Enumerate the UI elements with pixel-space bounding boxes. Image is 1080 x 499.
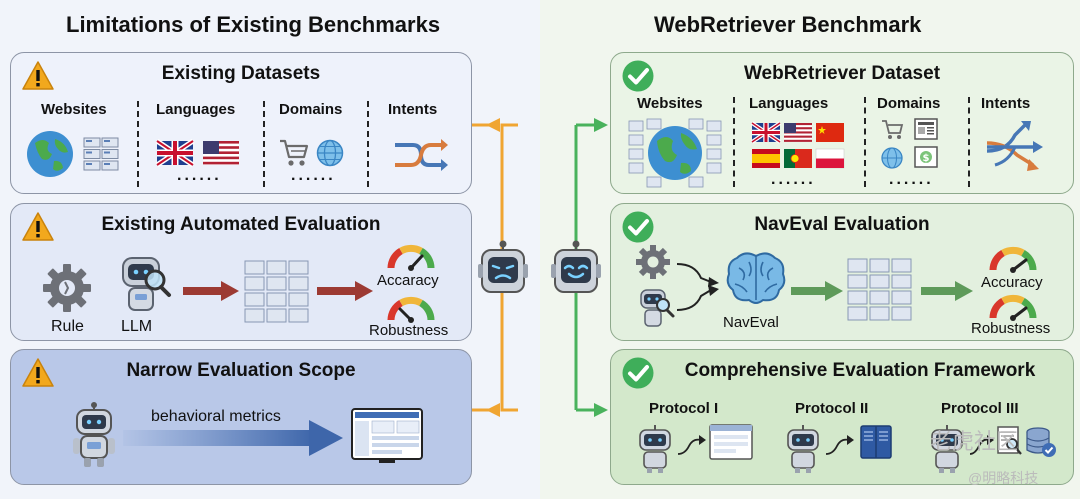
happy-robot-icon — [551, 240, 601, 293]
robot-icon — [73, 402, 115, 467]
naveval-label: NavEval — [723, 314, 779, 331]
robustness-gauge-icon — [387, 296, 435, 323]
us-flag-icon — [203, 141, 239, 165]
websites-label: Websites — [637, 95, 703, 112]
framework-title: Comprehensive Evaluation Framework — [684, 360, 1036, 381]
intents-label: Intents — [981, 95, 1031, 112]
column-divider — [367, 101, 369, 187]
intents-label: Intents — [388, 101, 438, 118]
column-divider — [137, 101, 139, 187]
robot-icon — [787, 425, 819, 473]
brain-icon — [726, 252, 786, 304]
webpages-icon — [83, 137, 119, 171]
globe-icon — [27, 131, 73, 177]
check-icon — [622, 60, 654, 92]
right-arrow-icon — [921, 281, 973, 301]
watermark-site: 老虎社区 — [930, 429, 1019, 454]
webpages-grid-icon — [847, 258, 912, 321]
check-icon — [622, 211, 654, 243]
llm-robot-icon — [640, 289, 675, 327]
framework-panel: Comprehensive Evaluation Framework Proto… — [610, 349, 1074, 485]
accuracy-gauge-icon — [989, 246, 1037, 273]
book-icon — [860, 425, 892, 459]
languages-ellipsis: ...... — [177, 167, 222, 184]
existing-datasets-title: Existing Datasets — [161, 63, 321, 84]
behavioral-metrics-label: behavioral metrics — [151, 408, 281, 425]
curved-arrow-icon — [825, 435, 854, 455]
globe-webpages-icon — [628, 118, 722, 188]
languages-ellipsis: ...... — [771, 171, 816, 188]
dashboard-screen-icon — [351, 408, 423, 463]
right-heading: WebRetriever Benchmark — [654, 12, 922, 37]
robustness-gauge-icon — [989, 294, 1037, 321]
domain-icons: $ — [881, 118, 938, 169]
curved-arrow-icon — [969, 435, 994, 455]
multi-intent-arrows-icon — [986, 121, 1043, 171]
robot-icon — [931, 425, 963, 473]
watermark-handle: @明略科技 — [968, 470, 1039, 486]
right-arrow-icon — [317, 281, 373, 301]
column-divider — [864, 97, 866, 187]
existing-evaluation-panel: Existing Automated Evaluation Rule LLM — [10, 203, 472, 341]
converging-arrows-icon — [676, 263, 719, 311]
document-search-icon — [997, 426, 1022, 455]
narrow-scope-title: Narrow Evaluation Scope — [126, 360, 356, 381]
shopping-cart-icon — [280, 139, 309, 166]
warning-icon — [22, 358, 54, 387]
languages-label: Languages — [749, 95, 829, 112]
rule-label: Rule — [51, 318, 84, 335]
robustness-label: Robustness — [971, 320, 1051, 337]
accuracy-label: Accaracy — [377, 272, 439, 289]
warning-icon — [22, 212, 54, 241]
database-icon — [1026, 427, 1056, 457]
warning-icon — [22, 61, 54, 90]
websites-label: Websites — [41, 101, 107, 118]
existing-evaluation-title: Existing Automated Evaluation — [101, 214, 381, 235]
accuracy-gauge-icon — [387, 244, 435, 271]
web-globe-icon — [316, 139, 344, 167]
sad-robot-icon — [478, 240, 528, 293]
svg-text:$: $ — [923, 153, 930, 164]
uk-flag-icon — [155, 138, 195, 168]
curved-arrow-icon — [677, 435, 706, 455]
narrow-scope-panel: Narrow Evaluation Scope behavioral metri… — [10, 349, 472, 485]
left-heading: Limitations of Existing Benchmarks — [66, 12, 441, 37]
right-arrow-icon — [791, 281, 843, 301]
intent-arrows-icon — [395, 139, 448, 171]
protocol-3-label: Protocol III — [941, 400, 1019, 417]
webpage-icon — [709, 424, 753, 460]
rule-gear-icon — [636, 245, 670, 279]
existing-datasets-panel: Existing Datasets Websites Languages Dom… — [10, 52, 472, 194]
domains-label: Domains — [877, 95, 941, 112]
naveval-panel: NavEval Evaluation NavEval — [610, 203, 1074, 341]
webretriever-dataset-title: WebRetriever Dataset — [743, 63, 941, 84]
domains-ellipsis: ...... — [889, 171, 934, 188]
naveval-title: NavEval Evaluation — [754, 214, 930, 235]
gradient-arrow-icon — [123, 420, 343, 456]
accuracy-label: Accuracy — [981, 274, 1043, 291]
check-icon — [622, 357, 654, 389]
protocol-1-label: Protocol I — [649, 400, 719, 417]
protocol-2-label: Protocol II — [795, 400, 869, 417]
domains-label: Domains — [279, 101, 343, 118]
robot-icon — [639, 425, 671, 473]
llm-label: LLM — [121, 318, 153, 335]
rule-gear-icon — [43, 264, 91, 312]
domains-ellipsis: ...... — [291, 167, 336, 184]
column-divider — [733, 97, 735, 187]
right-arrow-icon — [183, 281, 239, 301]
languages-label: Languages — [156, 101, 236, 118]
webpages-grid-icon — [244, 260, 309, 323]
column-divider — [263, 101, 265, 187]
webretriever-dataset-panel: WebRetriever Dataset Websites Languages … — [610, 52, 1074, 194]
column-divider — [968, 97, 970, 187]
robustness-label: Robustness — [369, 322, 449, 339]
llm-robot-icon — [122, 257, 171, 311]
language-flags-icon — [750, 121, 845, 169]
